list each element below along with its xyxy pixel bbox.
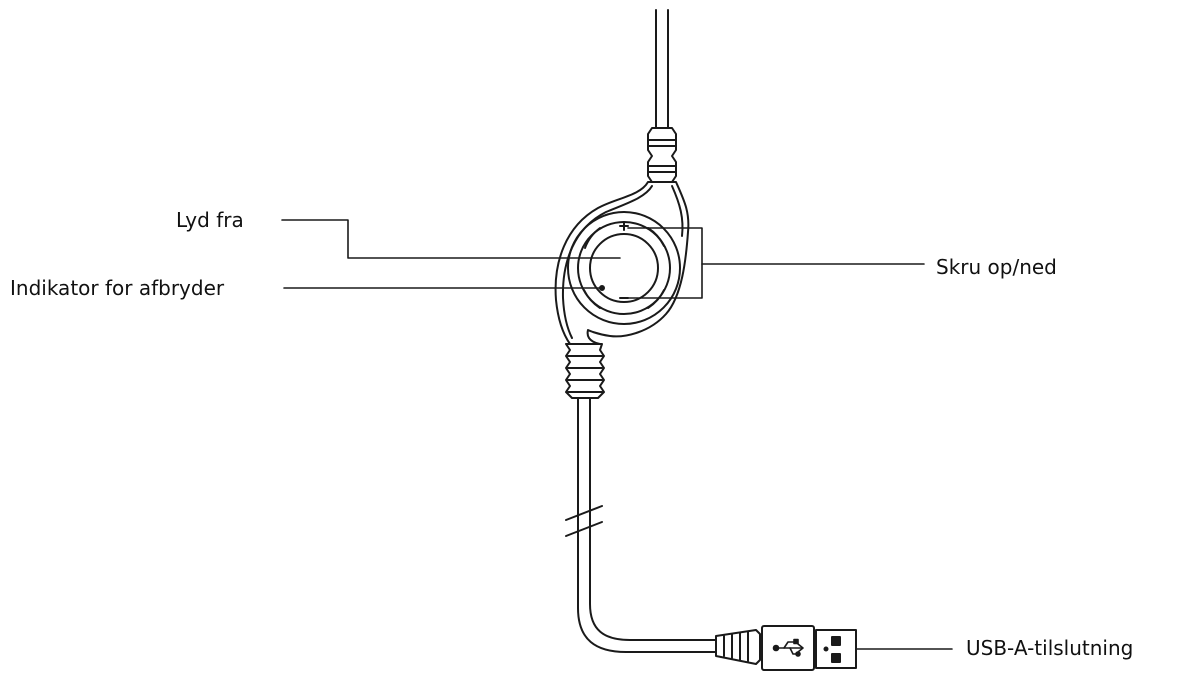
usb-strain-relief — [715, 629, 761, 665]
control-housing — [554, 181, 690, 345]
leader-volume-bracket — [627, 227, 703, 299]
usb-shell-dot — [823, 646, 829, 652]
usb-contact-window-top — [831, 636, 841, 646]
cable-break-mark — [565, 505, 603, 521]
lower-strain-relief — [565, 343, 605, 399]
volume-label: Skru op/ned — [936, 255, 1057, 279]
upper-cable — [655, 9, 669, 129]
usb-icon — [772, 638, 804, 657]
lower-cable — [565, 397, 717, 653]
cable-break-mark-2 — [565, 521, 603, 537]
usb-plug-body — [761, 625, 815, 671]
dial-inner-ring — [589, 233, 659, 303]
usb-contact-window-bottom — [831, 653, 841, 663]
upper-strain-relief — [647, 127, 677, 183]
mute-indicator-label: Indikator for afbryder — [10, 276, 225, 300]
usb-connector-label: USB-A-tilslutning — [966, 636, 1134, 660]
leader-mute — [281, 219, 621, 259]
dial-outer-ring — [567, 211, 681, 325]
usb-a-plug — [761, 625, 857, 671]
mute-label: Lyd fra — [176, 208, 244, 232]
callout-leaders — [281, 219, 953, 650]
